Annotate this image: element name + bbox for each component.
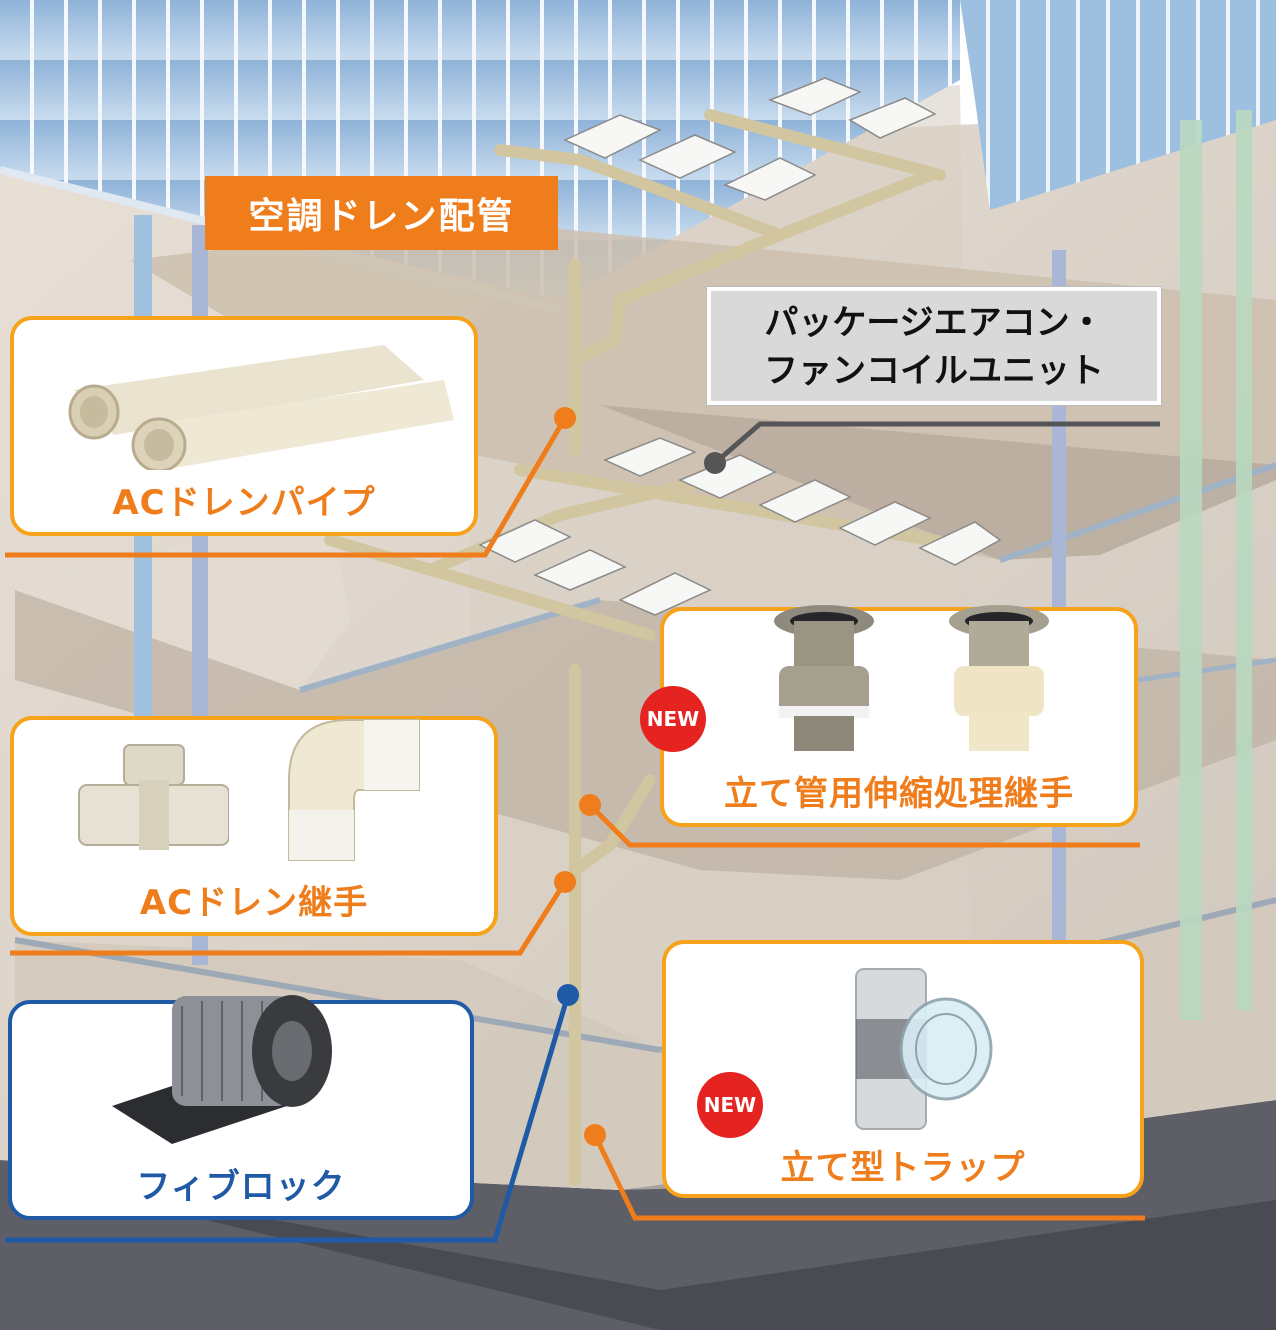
leader-dots bbox=[554, 407, 726, 1146]
new-badge-expansion-joint: NEW bbox=[640, 686, 706, 752]
pipe-icon bbox=[68, 345, 454, 470]
package-aircon-label-line1: パッケージエアコン・ bbox=[764, 303, 1104, 343]
elbow-fitting-icon bbox=[288, 719, 420, 861]
callout-vertical-trap[interactable]: 立て型トラップ bbox=[662, 940, 1144, 1198]
callout-expansion-joint[interactable]: 立て管用伸縮処理継手 bbox=[660, 605, 1138, 827]
leader-lines bbox=[5, 416, 1160, 1243]
vertical-trap-label: 立て型トラップ bbox=[780, 1148, 1026, 1188]
callout-ac-drain-pipe[interactable]: ACドレンパイプ bbox=[10, 316, 478, 536]
package-aircon-label: パッケージエアコン・ ファンコイルユニット bbox=[707, 287, 1161, 405]
trap-icon bbox=[855, 968, 993, 1130]
callout-ac-drain-fitting[interactable]: ACドレン継手 bbox=[10, 716, 498, 936]
ac-drain-piping-title: 空調ドレン配管 bbox=[205, 176, 558, 250]
expansion-joint-icon bbox=[774, 605, 1049, 751]
fibrock-label: フィブロック bbox=[136, 1167, 346, 1207]
tape-roll-icon bbox=[112, 995, 332, 1144]
ac-drain-fitting-label: ACドレン継手 bbox=[139, 883, 369, 923]
air-conditioner-units bbox=[478, 77, 1002, 616]
new-badge-vertical-trap: NEW bbox=[697, 1072, 763, 1138]
expansion-joint-label: 立て管用伸縮処理継手 bbox=[724, 774, 1074, 814]
ac-drain-pipe-label: ACドレンパイプ bbox=[112, 483, 376, 523]
glass-facade-right bbox=[960, 0, 1276, 210]
tee-fitting-icon bbox=[78, 744, 229, 850]
package-aircon-label-line2: ファンコイルユニット bbox=[764, 351, 1104, 391]
callout-fibrock[interactable]: フィブロック bbox=[8, 995, 474, 1220]
